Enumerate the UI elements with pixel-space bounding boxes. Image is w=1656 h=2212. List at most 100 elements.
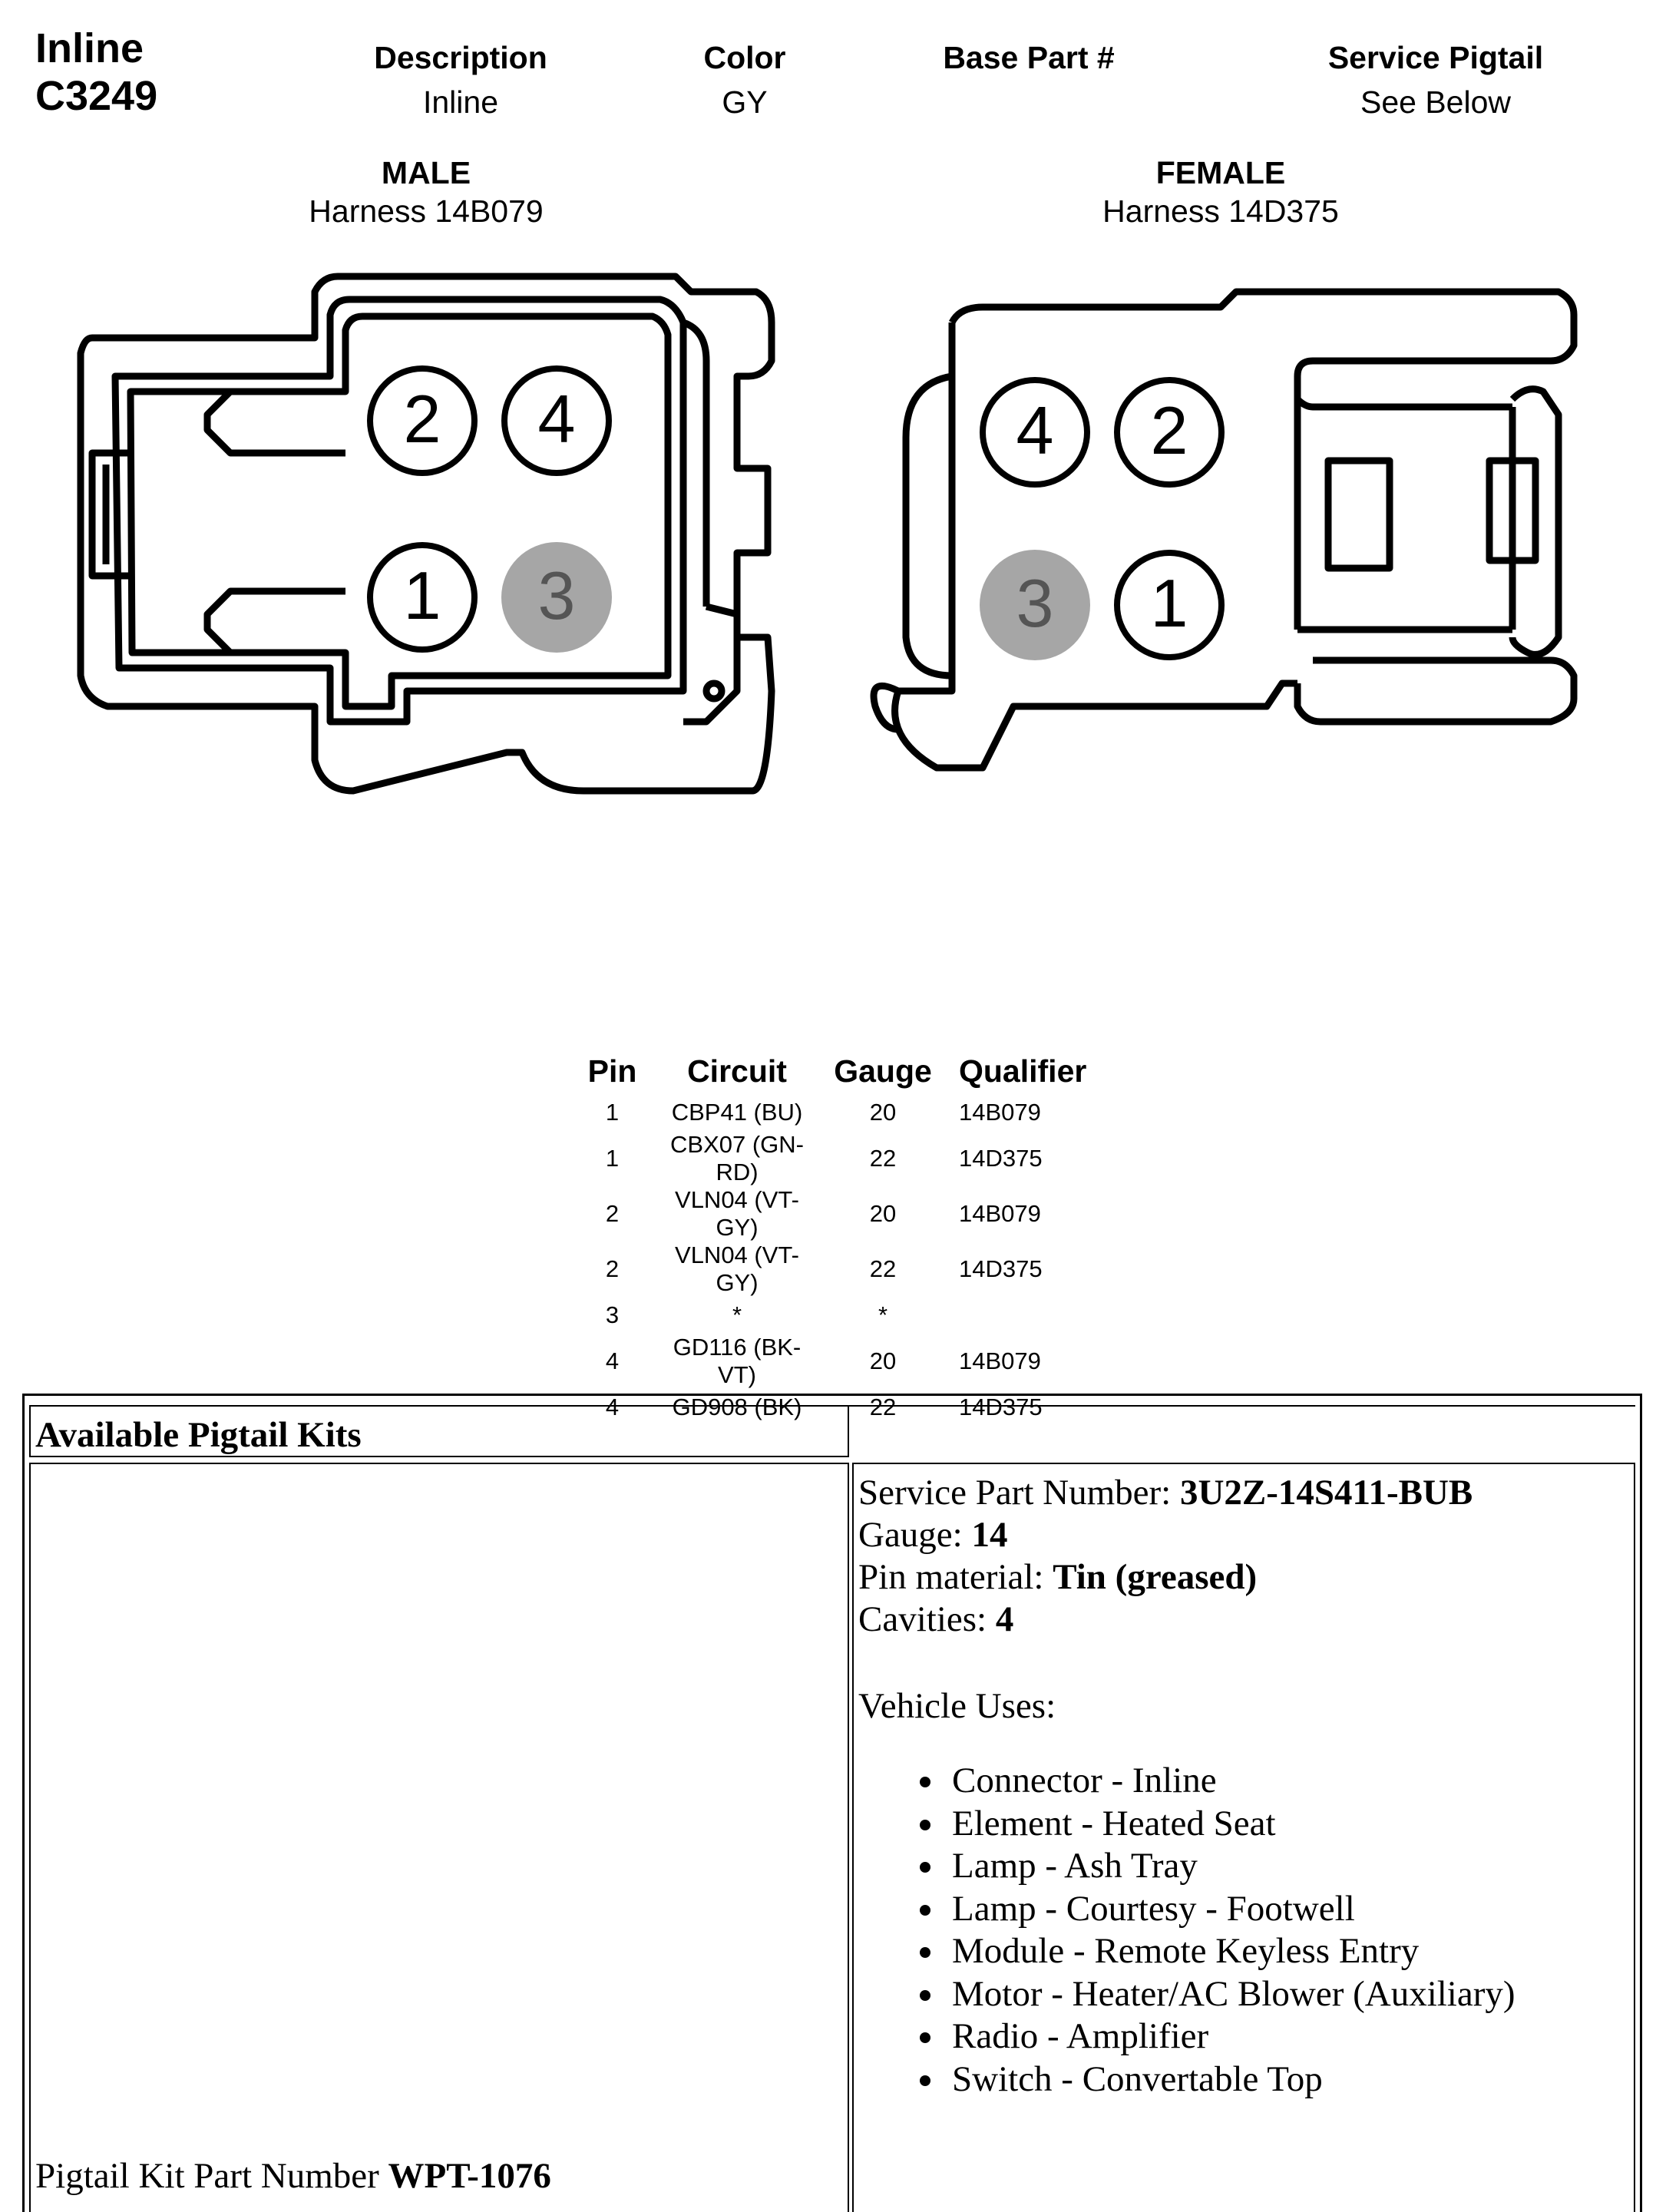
vehicle-uses-list: Connector - Inline Element - Heated Seat…	[854, 1760, 1516, 2101]
pin-table: Pin Circuit Gauge Qualifier 1 CBP41 (BU)…	[568, 1048, 1102, 1426]
service-part-label: Service Part Number:	[858, 1473, 1180, 1513]
row-circuit: GD908 (BK)	[672, 1394, 802, 1420]
service-pigtail-label: Service Pigtail	[1327, 40, 1544, 75]
pigtail-kit-details-cell: Service Part Number: 3U2Z-14S411-BUB Gau…	[852, 1463, 1635, 2212]
service-part-line: Service Part Number: 3U2Z-14S411-BUB	[858, 1472, 1473, 1514]
header-gauge: Gauge	[834, 1053, 932, 1089]
row-circuit: GD116 (BK-VT)	[673, 1334, 802, 1388]
kit-info: Service Part Number: 3U2Z-14S411-BUB Gau…	[858, 1472, 1473, 1641]
male-pin-4-label: 4	[538, 381, 576, 457]
male-pin-group: 2 4 1 3	[367, 365, 612, 653]
female-connector-diagram: 4 2 3 1	[870, 288, 1578, 772]
list-item: Lamp - Ash Tray	[946, 1845, 1516, 1888]
male-pin-3	[501, 542, 612, 653]
male-title-block: MALE Harness 14B079	[273, 154, 580, 230]
list-item: Switch - Convertable Top	[946, 2058, 1516, 2101]
row-circuit: CBX07 (GN-RD)	[670, 1131, 804, 1185]
base-part-column: Base Part #	[898, 35, 1159, 80]
list-item: Module - Remote Keyless Entry	[946, 1930, 1516, 1973]
header-circuit: Circuit	[687, 1053, 787, 1089]
color-value: GY	[722, 84, 768, 120]
pin-material-value: Tin (greased)	[1053, 1557, 1258, 1597]
female-pin-4	[980, 377, 1090, 488]
list-item: Connector - Inline	[946, 1760, 1516, 1803]
row-pin: 4	[605, 1394, 620, 1420]
list-item: Lamp - Courtesy - Footwell	[946, 1888, 1516, 1931]
female-pin-1	[1114, 550, 1225, 660]
table-row: 3 * *	[568, 1297, 1102, 1334]
service-part-value: 3U2Z-14S411-BUB	[1179, 1473, 1473, 1513]
row-gauge: 20	[869, 1200, 897, 1227]
color-column: Color GY	[668, 35, 821, 124]
row-circuit: *	[732, 1301, 742, 1328]
cavities-line: Cavities: 4	[858, 1599, 1473, 1641]
row-pin: 2	[605, 1255, 620, 1282]
row-circuit: CBP41 (BU)	[671, 1099, 803, 1126]
list-item: Element - Heated Seat	[946, 1803, 1516, 1846]
pin-material-line: Pin material: Tin (greased)	[858, 1556, 1473, 1599]
male-pin-3-label: 3	[538, 557, 576, 633]
row-qualifier: 14B079	[959, 1200, 1041, 1227]
female-pin-2-label: 2	[1151, 392, 1188, 468]
row-pin: 4	[605, 1347, 620, 1374]
header-pin: Pin	[587, 1053, 637, 1089]
description-label: Description	[374, 40, 547, 75]
row-pin: 3	[605, 1301, 620, 1328]
pigtail-kits-title-cell: Available Pigtail Kits	[29, 1405, 849, 1457]
male-title: MALE	[381, 155, 471, 190]
pigtail-kits-title: Available Pigtail Kits	[35, 1415, 362, 1455]
gauge-label: Gauge:	[858, 1515, 972, 1555]
row-gauge: 22	[869, 1255, 897, 1282]
row-qualifier	[948, 1297, 1102, 1334]
pigtail-kits-frame	[22, 1394, 1642, 2212]
pigtail-kit-image-cell: Pigtail Kit Part Number WPT-1076	[29, 1463, 849, 2212]
list-item: Motor - Heater/AC Blower (Auxiliary)	[946, 1973, 1516, 2016]
pin-table-header: Pin Circuit Gauge Qualifier	[568, 1048, 1102, 1094]
pigtail-kit-part-number: Pigtail Kit Part Number WPT-1076	[35, 2155, 551, 2197]
male-connector-diagram: 2 4 1 3	[77, 273, 775, 795]
row-circuit: VLN04 (VT-GY)	[675, 1242, 799, 1296]
male-pin-1	[367, 542, 478, 653]
female-pin-3-label: 3	[1016, 565, 1054, 641]
kit-number: WPT-1076	[388, 2156, 551, 2196]
cavities-value: 4	[995, 1599, 1014, 1639]
table-row: 4 GD908 (BK) 22 14D375	[568, 1389, 1102, 1426]
kit-label: Pigtail Kit Part Number	[35, 2156, 388, 2196]
row-qualifier: 14B079	[959, 1099, 1041, 1126]
header-qualifier: Qualifier	[959, 1053, 1087, 1089]
pigtail-header-divider	[849, 1405, 1635, 1407]
female-pin-1-label: 1	[1151, 565, 1188, 641]
row-gauge: 20	[869, 1347, 897, 1374]
cavities-label: Cavities:	[858, 1599, 996, 1639]
male-harness: Harness 14B079	[309, 193, 544, 229]
table-row: 2 VLN04 (VT-GY) 20 14B079	[568, 1186, 1102, 1242]
table-row: 2 VLN04 (VT-GY) 22 14D375	[568, 1242, 1102, 1297]
table-row: 4 GD116 (BK-VT) 20 14B079	[568, 1334, 1102, 1389]
vehicle-uses-label: Vehicle Uses:	[858, 1686, 1056, 1726]
gauge-line: Gauge: 14	[858, 1514, 1473, 1556]
row-gauge: 20	[869, 1099, 897, 1126]
female-title: FEMALE	[1155, 155, 1286, 190]
gauge-value: 14	[971, 1515, 1008, 1555]
female-pin-4-label: 4	[1016, 392, 1054, 468]
row-gauge: 22	[869, 1145, 897, 1172]
base-part-label: Base Part #	[943, 40, 1115, 75]
male-pin-2	[367, 365, 478, 476]
female-pin-group: 4 2 3 1	[980, 377, 1225, 660]
list-item: Radio - Amplifier	[946, 2015, 1516, 2058]
female-title-block: FEMALE Harness 14D375	[1059, 154, 1382, 230]
female-harness: Harness 14D375	[1102, 193, 1339, 229]
color-label: Color	[703, 40, 786, 75]
service-pigtail-column: Service Pigtail See Below	[1274, 35, 1597, 124]
row-gauge: *	[878, 1301, 888, 1328]
row-pin: 2	[605, 1200, 620, 1227]
row-pin: 1	[605, 1099, 620, 1126]
female-pin-3	[980, 550, 1090, 660]
description-value: Inline	[422, 84, 498, 120]
row-pin: 1	[605, 1145, 620, 1172]
row-qualifier: 14D375	[959, 1255, 1043, 1282]
row-qualifier: 14B079	[959, 1347, 1041, 1374]
service-pigtail-value: See Below	[1360, 84, 1511, 120]
row-qualifier: 14D375	[959, 1145, 1043, 1172]
male-pin-1-label: 1	[404, 557, 441, 633]
